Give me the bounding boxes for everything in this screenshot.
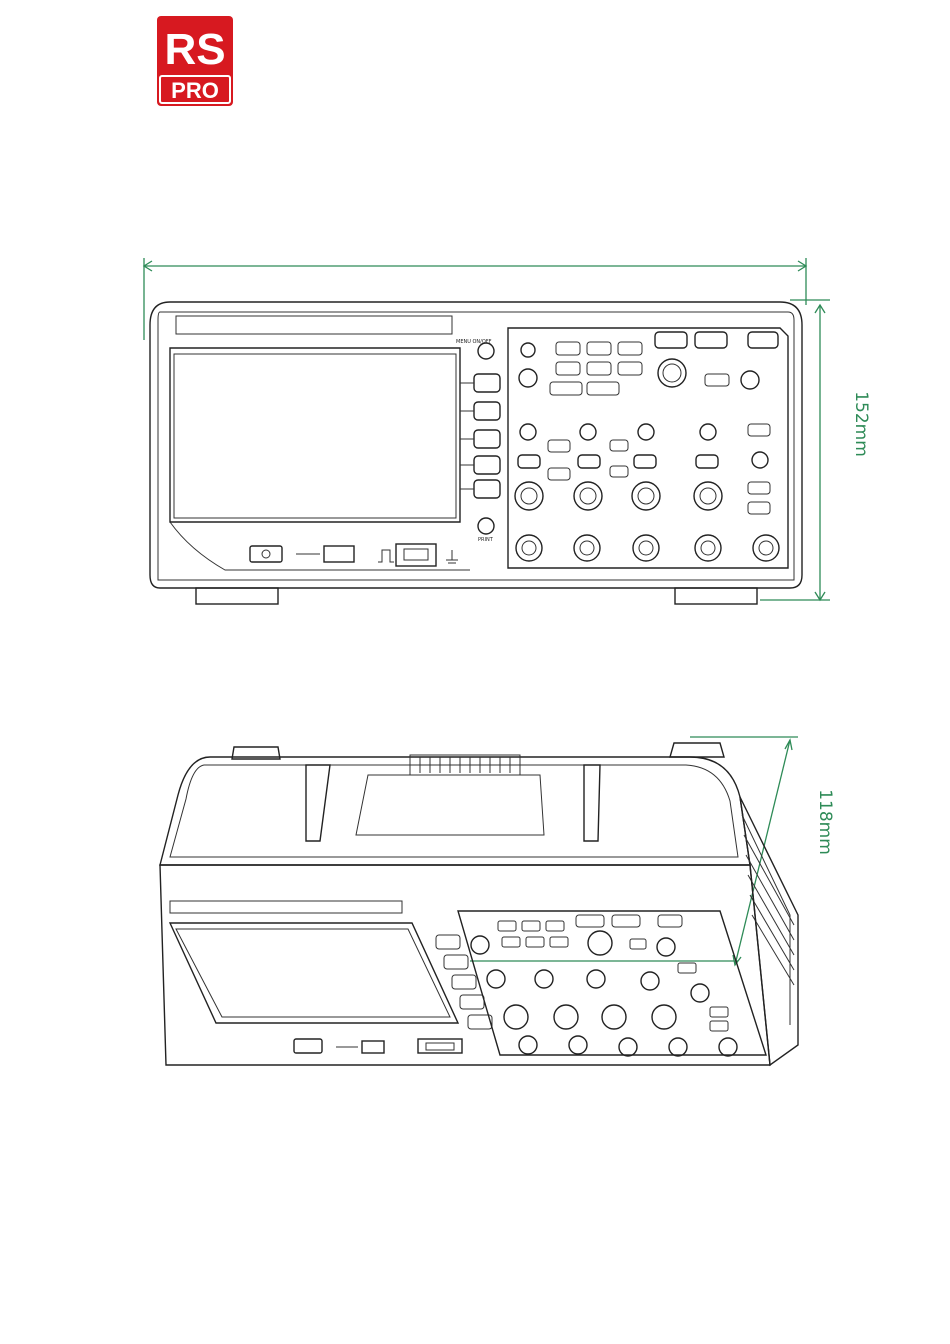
svg-text:RS: RS	[164, 25, 225, 74]
height-dimension-line	[760, 300, 830, 600]
svg-text:PRO: PRO	[171, 78, 219, 103]
depth-dimension-label: 118mm	[815, 789, 835, 855]
isometric-view-drawing	[130, 725, 850, 1105]
rs-pro-logo: RS PRO	[157, 16, 233, 106]
menu-onoff-label: MENU ON/OFF	[456, 339, 492, 345]
front-view-drawing: MENU ON/OFF PRINT	[130, 250, 850, 615]
side-panel	[740, 797, 798, 1065]
iso-port-strip	[294, 1039, 462, 1053]
front-port-strip	[250, 544, 458, 566]
iso-control-panel	[458, 911, 766, 1056]
control-panel	[508, 328, 788, 568]
height-dimension-label: 152mm	[851, 391, 871, 457]
display-screen	[170, 348, 470, 570]
print-label: PRINT	[478, 537, 494, 543]
softkey-column	[460, 343, 500, 534]
top-cover	[160, 743, 750, 865]
chassis-outline	[150, 302, 802, 604]
depth-dimension-line	[470, 737, 798, 965]
